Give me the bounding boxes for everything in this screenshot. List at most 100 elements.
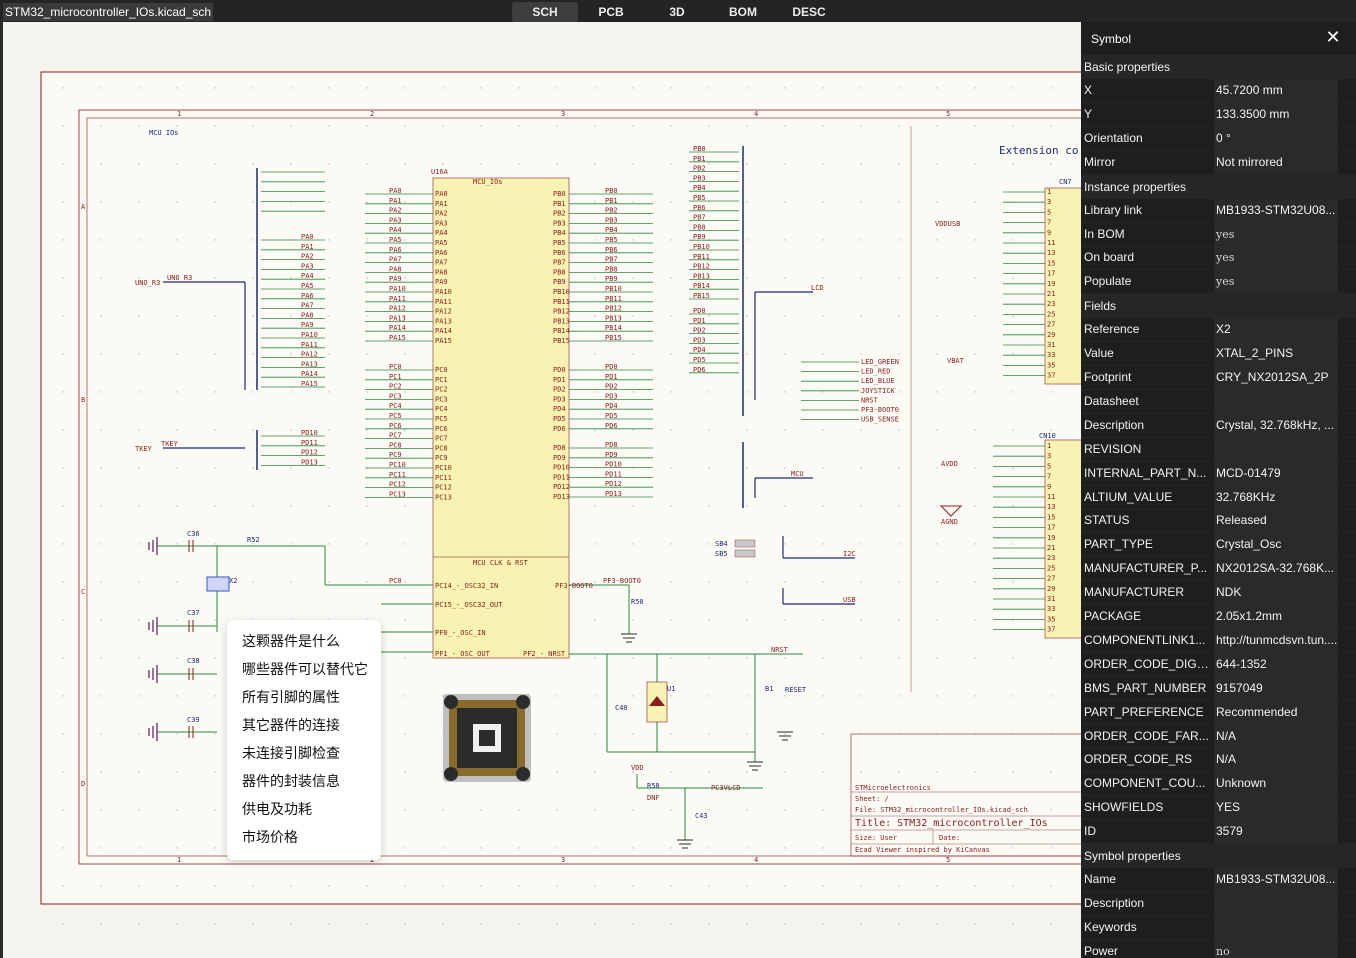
menu-item-alternatives[interactable]: 哪些器件可以替代它 — [242, 661, 368, 677]
menu-item-pin-properties[interactable]: 所有引脚的属性 — [242, 689, 340, 705]
tab-3d[interactable]: 3D — [669, 5, 685, 19]
property-row[interactable]: ORDER_CODE_DIGI...644-1352 — [1081, 652, 1356, 677]
property-row[interactable]: Keywords — [1081, 915, 1356, 940]
pin-function: PC1 — [435, 376, 448, 384]
grid-dot — [670, 771, 672, 773]
col-number: 4 — [754, 110, 758, 118]
tab-sch[interactable]: SCH — [512, 2, 578, 22]
property-row[interactable]: Datasheet — [1081, 389, 1356, 414]
property-value — [1214, 915, 1338, 939]
menu-item-what-is-it[interactable]: 这颗器件是什么 — [242, 633, 340, 649]
grid-dot — [518, 125, 520, 127]
grid-dot — [670, 239, 672, 241]
property-key: PART_PREFERENCE — [1084, 704, 1204, 719]
grid-dot — [176, 467, 178, 469]
pin-label: PC11 — [389, 471, 406, 479]
grid-dot — [898, 581, 900, 583]
grid-dot — [62, 581, 64, 583]
grid-dot — [100, 163, 102, 165]
grid-dot — [404, 771, 406, 773]
property-value: yes — [1214, 270, 1338, 294]
grid-dot — [214, 391, 216, 393]
grid-dot — [290, 885, 292, 887]
grid-dot — [708, 543, 710, 545]
pin-label: PA0 — [389, 187, 402, 195]
property-row[interactable]: COMPONENT_COU...Unknown — [1081, 772, 1356, 797]
grid-dot — [632, 87, 634, 89]
grid-dot — [1050, 125, 1052, 127]
bus-label: PD2 — [693, 327, 706, 335]
grid-dot — [594, 429, 596, 431]
menu-item-unconnected-check[interactable]: 未连接引脚检查 — [242, 745, 340, 761]
grid-dot — [62, 87, 64, 89]
grid-dot — [214, 201, 216, 203]
bus-label: PA14 — [301, 370, 318, 378]
grid-dot — [100, 733, 102, 735]
menu-item-power[interactable]: 供电及功耗 — [242, 801, 312, 817]
property-row[interactable]: INTERNAL_PART_N...MCD-01479 — [1081, 461, 1356, 486]
comp-ref: B1 — [765, 685, 773, 693]
grid-dot — [708, 619, 710, 621]
property-value: Not mirrored — [1214, 150, 1338, 174]
grid-dot — [784, 391, 786, 393]
menu-item-market-price[interactable]: 市场价格 — [242, 829, 298, 845]
connector-pin-number: 27 — [1047, 321, 1055, 329]
sheet-frame — [78, 109, 1081, 865]
property-row[interactable]: MANUFACTURER_P...NX2012SA-32.768K... — [1081, 557, 1356, 582]
grid-dot — [632, 695, 634, 697]
grid-dot — [594, 87, 596, 89]
grid-dot — [366, 239, 368, 241]
tab-pcb[interactable]: PCB — [598, 5, 624, 19]
net-label-vdd: VDD — [631, 764, 644, 772]
property-key: ALTIUM_VALUE — [1084, 489, 1173, 504]
grid-dot — [708, 505, 710, 507]
grid-dot — [936, 657, 938, 659]
property-row[interactable]: Description — [1081, 891, 1356, 916]
schematic-canvas[interactable]: 1 2 3 4 5 1 2 3 4 5 A B C D MCU IOs Exte… — [3, 22, 1081, 958]
pin-label: PB13 — [605, 314, 622, 322]
property-row[interactable]: ORDER_CODE_FAR...N/A — [1081, 724, 1356, 749]
bus-label: PB5 — [693, 194, 706, 202]
property-row[interactable]: COMPONENTLINK1...http://tunmcdsvn.tun...… — [1081, 628, 1356, 653]
grid-dot — [594, 771, 596, 773]
property-key: Y — [1084, 106, 1093, 121]
grid-dot — [1012, 695, 1014, 697]
close-icon[interactable]: ✕ — [1325, 27, 1341, 47]
grid-dot — [860, 391, 862, 393]
grid-dot — [822, 733, 824, 735]
grid-dot — [328, 353, 330, 355]
menu-item-connections[interactable]: 其它器件的连接 — [242, 717, 340, 733]
grid-dot — [1050, 885, 1052, 887]
grid-dot — [404, 885, 406, 887]
menu-item-package-info[interactable]: 器件的封装信息 — [242, 773, 340, 789]
pin-function: PC11 — [435, 474, 452, 482]
grid-dot — [822, 695, 824, 697]
property-row[interactable]: REVISION — [1081, 437, 1356, 462]
tab-bom[interactable]: BOM — [729, 5, 757, 19]
tab-desc[interactable]: DESC — [792, 5, 826, 19]
